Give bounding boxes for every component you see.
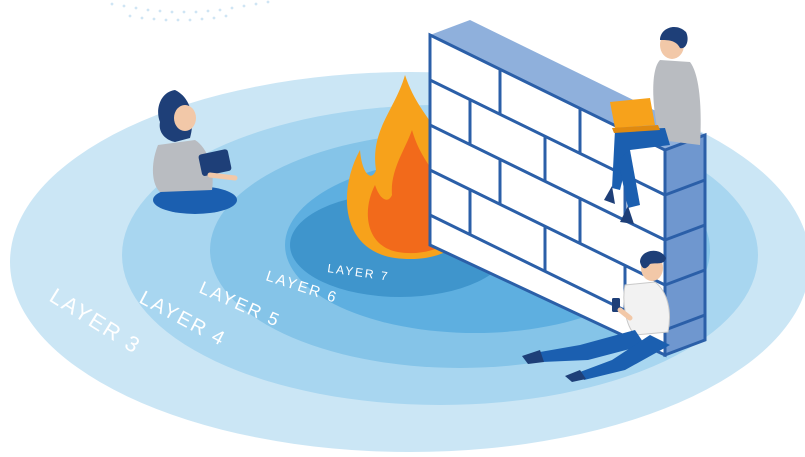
dot-pattern bbox=[111, 1, 270, 22]
